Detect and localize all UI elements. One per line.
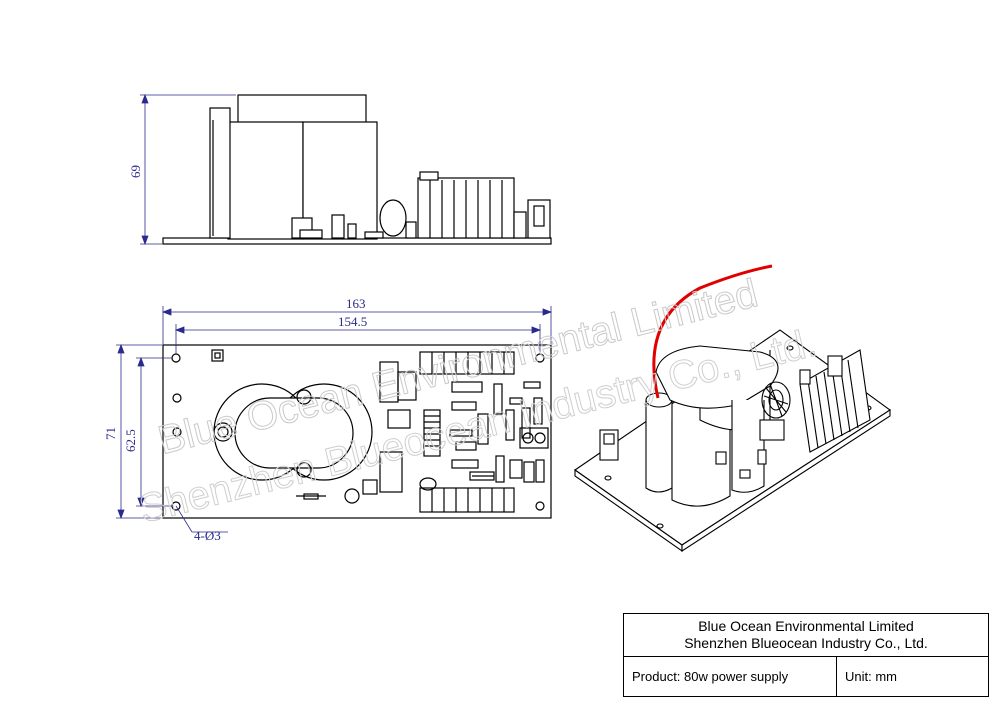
overall-length-label: 163 — [346, 296, 366, 311]
height-dimension — [140, 93, 236, 246]
unit-cell: Unit: mm — [845, 669, 897, 684]
height-dimension-label: 69 — [128, 165, 143, 178]
hole-spacing-length-label: 154.5 — [338, 314, 367, 329]
product-cell: Product: 80w power supply — [624, 657, 837, 696]
isometric-view — [574, 329, 891, 553]
hole-spacing-width-label: 62.5 — [123, 429, 138, 452]
top-view — [162, 344, 552, 519]
holes-label: 4-Ø3 — [194, 528, 221, 543]
company-name: Blue Ocean Environmental Limited Shenzhe… — [624, 614, 988, 657]
high-voltage-lead-wire — [652, 264, 773, 399]
top-view-dimensions — [116, 306, 553, 533]
title-block: Blue Ocean Environmental Limited Shenzhe… — [623, 613, 989, 697]
company-line-1: Blue Ocean Environmental Limited — [698, 618, 914, 634]
side-view — [162, 94, 552, 245]
company-line-2: Shenzhen Blueocean Industry Co., Ltd. — [684, 635, 928, 651]
overall-width-label: 71 — [103, 427, 118, 440]
